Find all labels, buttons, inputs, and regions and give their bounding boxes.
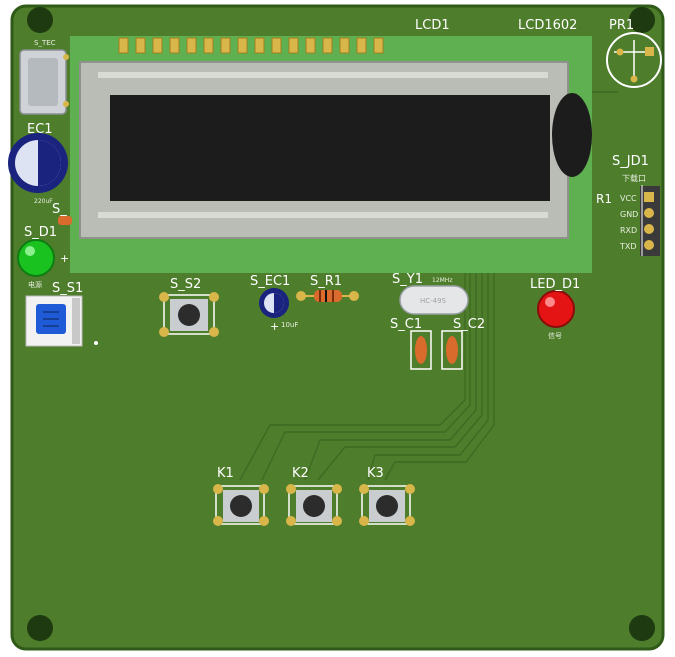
capacitor-ec1 (8, 133, 68, 193)
lcd-bezel-bottom-strip (98, 212, 548, 218)
crystal-body-label: HC-49S (420, 297, 447, 305)
resistor-s-r1 (296, 290, 359, 302)
ec1-value: 220uF (34, 198, 53, 205)
s-s1-dot (94, 341, 98, 345)
s-c2-label: S_C2 (453, 317, 485, 332)
s-d1-note: 电源 (28, 280, 42, 289)
led-d1 (537, 290, 575, 328)
led-s-d1-highlight (25, 246, 35, 256)
crystal-s-y1 (399, 285, 469, 315)
s-jd1-label: S_JD1 (612, 154, 649, 169)
s-jd1-sub: 下载口 (622, 173, 646, 183)
k3-label: K3 (367, 466, 384, 481)
led-d1-note: 信号 (548, 331, 562, 340)
ec1-label: EC1 (27, 122, 53, 137)
s-c1-label: S_C1 (390, 317, 422, 332)
pin-gnd: GND (620, 210, 638, 219)
led-d1-label: LED_D1 (530, 277, 580, 292)
mount-hole-bottom-left (27, 615, 53, 641)
capacitor-s-ec1 (259, 288, 289, 318)
button-k1[interactable] (213, 484, 269, 526)
s-ec1-value: 10uF (281, 321, 298, 329)
k2-label: K2 (292, 466, 309, 481)
mount-hole-top-right (629, 7, 655, 33)
k1-label: K1 (217, 466, 234, 481)
lcd-screen (110, 95, 550, 201)
capacitor-s-c1 (410, 330, 432, 370)
s-ec1-plus: + (270, 320, 279, 333)
button-s-s2[interactable] (159, 292, 219, 337)
button-k3[interactable] (359, 484, 415, 526)
usb-connector (19, 49, 69, 115)
lcd-model-label: LCD1602 (518, 18, 577, 33)
mount-hole-top-left (27, 7, 53, 33)
s-ec1-label: S_EC1 (250, 274, 290, 289)
mount-hole-bottom-right (629, 615, 655, 641)
s-s1-label: S_S1 (52, 281, 83, 296)
button-k2[interactable] (286, 484, 342, 526)
pr1-label: PR1 (609, 18, 634, 33)
resistor-s (58, 216, 72, 225)
led-s-d1 (17, 239, 55, 277)
s-y1-label: S_Y1 (392, 272, 423, 287)
pin-rxd: RXD (620, 226, 637, 235)
led-d1-highlight (545, 297, 555, 307)
switch-s-s1[interactable] (25, 295, 83, 347)
pcb-traces (239, 91, 618, 481)
pin-txd: TXD (619, 242, 637, 251)
s-s2-label: S_S2 (170, 277, 201, 292)
lcd-ref-label: LCD1 (415, 18, 450, 33)
lcd-module (70, 36, 592, 273)
s-label: S_ (52, 202, 67, 217)
capacitor-s-c2 (441, 330, 463, 370)
s-r1-label: S_R1 (310, 274, 342, 289)
s-d1-plus: + (60, 252, 69, 265)
pin-vcc: VCC (620, 194, 637, 203)
header-s-jd1 (640, 185, 660, 256)
r1-label: R1 (596, 192, 612, 206)
lcd-bezel-top-strip (98, 72, 548, 78)
potentiometer-pr1 (606, 32, 662, 88)
usb-label: S_TEC (34, 39, 56, 47)
lcd-backlight-blob (552, 93, 592, 177)
s-y1-note: 12MHz (432, 277, 452, 284)
lcd-header-pins (118, 37, 384, 54)
s-d1-label: S_D1 (24, 225, 57, 240)
